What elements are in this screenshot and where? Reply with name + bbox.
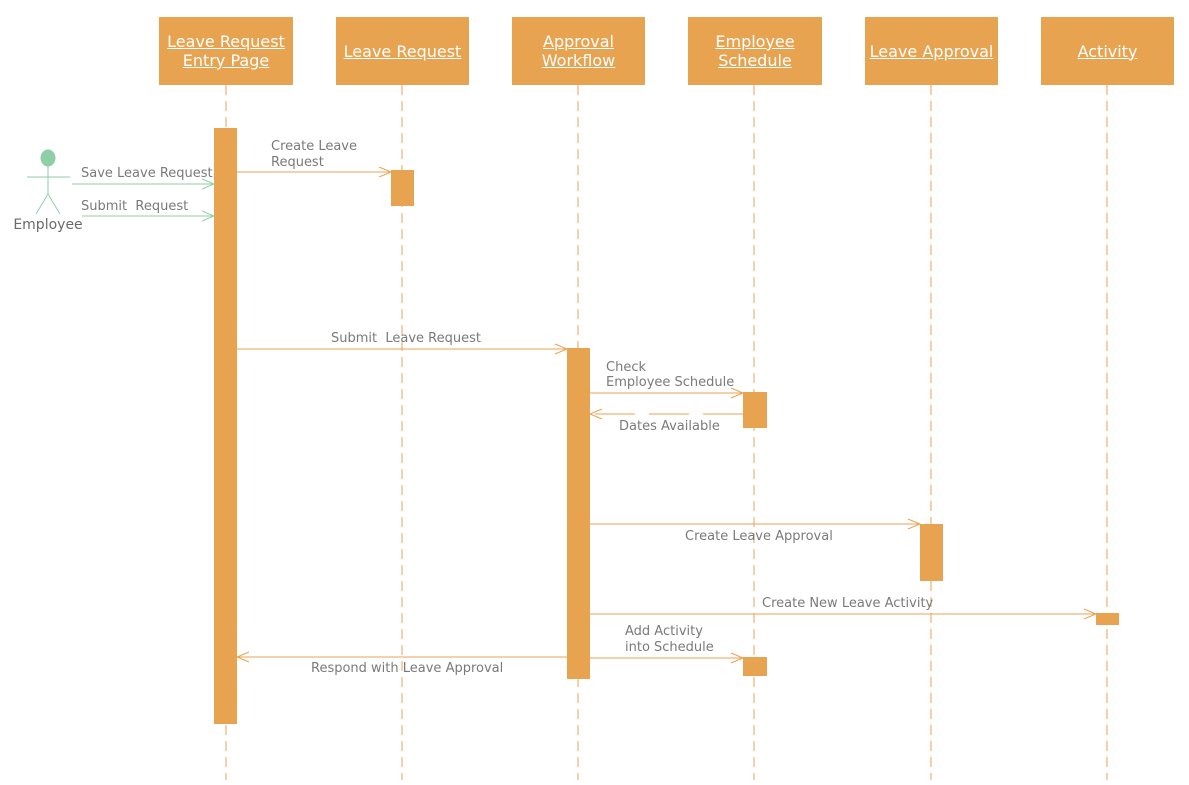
lifeline-header-activity[interactable]: Activity <box>1041 17 1174 85</box>
activation-employee-schedule-2[interactable] <box>743 657 767 676</box>
message-label: Submit Request <box>81 199 188 214</box>
message-label: Save Leave Request <box>81 166 213 181</box>
message-label: Dates Available <box>619 419 720 434</box>
activation-activity[interactable] <box>1096 613 1119 625</box>
lifeline-header-leave-approval[interactable]: Leave Approval <box>865 17 998 85</box>
activation-employee-schedule-1[interactable] <box>743 392 767 428</box>
actor-leg-left <box>35 193 49 215</box>
message-label: Create Leave Approval <box>685 529 833 544</box>
activation-leave-approval[interactable] <box>920 524 943 581</box>
lifeline-header-leave-request[interactable]: Leave Request <box>336 17 469 85</box>
message-label: Submit Leave Request <box>331 331 481 346</box>
lifeline-title: Approval Workflow <box>541 32 616 70</box>
lifeline-title: Employee Schedule <box>715 32 795 70</box>
lifeline-header-employee-schedule[interactable]: Employee Schedule <box>688 17 822 85</box>
activation-approval-workflow[interactable] <box>567 348 590 679</box>
actor-employee[interactable] <box>27 149 70 215</box>
lifeline-title: Leave Request Entry Page <box>167 32 285 70</box>
actor-label: Employee <box>13 217 82 233</box>
message-label: Create Leave Request <box>271 139 361 170</box>
message-label: Respond with Leave Approval <box>311 661 503 676</box>
lifeline-title: Activity <box>1077 41 1138 61</box>
lifeline-title: Leave Request <box>343 41 462 61</box>
message-label: Add Activity into Schedule <box>625 624 714 655</box>
message-label: Create New Leave Activity <box>762 596 934 611</box>
activation-entry-page[interactable] <box>214 128 237 724</box>
activation-leave-request[interactable] <box>391 170 414 206</box>
lifeline-header-approval-workflow[interactable]: Approval Workflow <box>512 17 645 85</box>
lifeline-header-entry-page[interactable]: Leave Request Entry Page <box>159 17 293 85</box>
message-label: Check Employee Schedule <box>606 360 734 390</box>
actor-head <box>40 149 56 167</box>
actor-leg-right <box>47 193 61 215</box>
lifeline-title: Leave Approval <box>869 41 994 61</box>
